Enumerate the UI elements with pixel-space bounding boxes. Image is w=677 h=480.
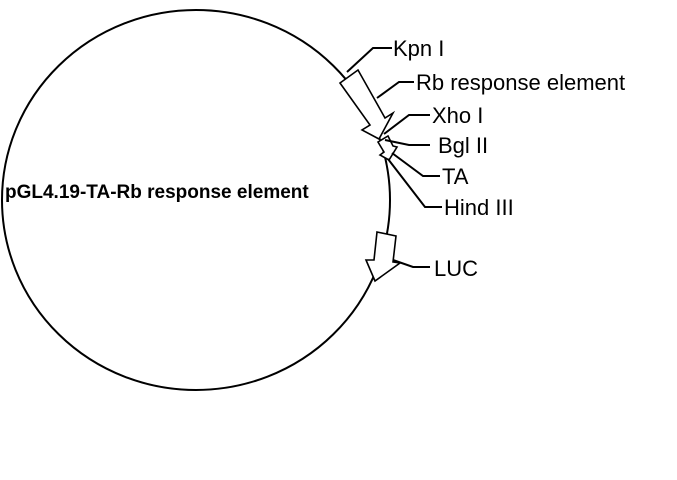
plasmid-backbone <box>1 9 391 391</box>
hind-iii-leader <box>387 158 442 208</box>
bgl-ii-leader <box>384 139 430 146</box>
kpn-i-label: Kpn I <box>393 36 444 61</box>
luc-arrow <box>364 231 403 283</box>
rb-response-element-leader <box>376 81 414 99</box>
hind-iii-label: Hind III <box>444 195 514 220</box>
ta-label: TA <box>442 164 469 189</box>
xho-i-label: Xho I <box>432 103 483 128</box>
rb-response-element-label: Rb response element <box>416 70 625 95</box>
bgl-ii-label: Bgl II <box>438 133 488 158</box>
luc-leader <box>392 259 430 268</box>
luc-label: LUC <box>434 256 478 281</box>
xho-i-leader <box>383 114 430 135</box>
plasmid-name: pGL4.19-TA-Rb response element <box>5 182 309 203</box>
rb-response-element-arrow <box>338 68 396 141</box>
kpn-i-leader <box>346 47 392 73</box>
ta-leader <box>391 152 440 177</box>
